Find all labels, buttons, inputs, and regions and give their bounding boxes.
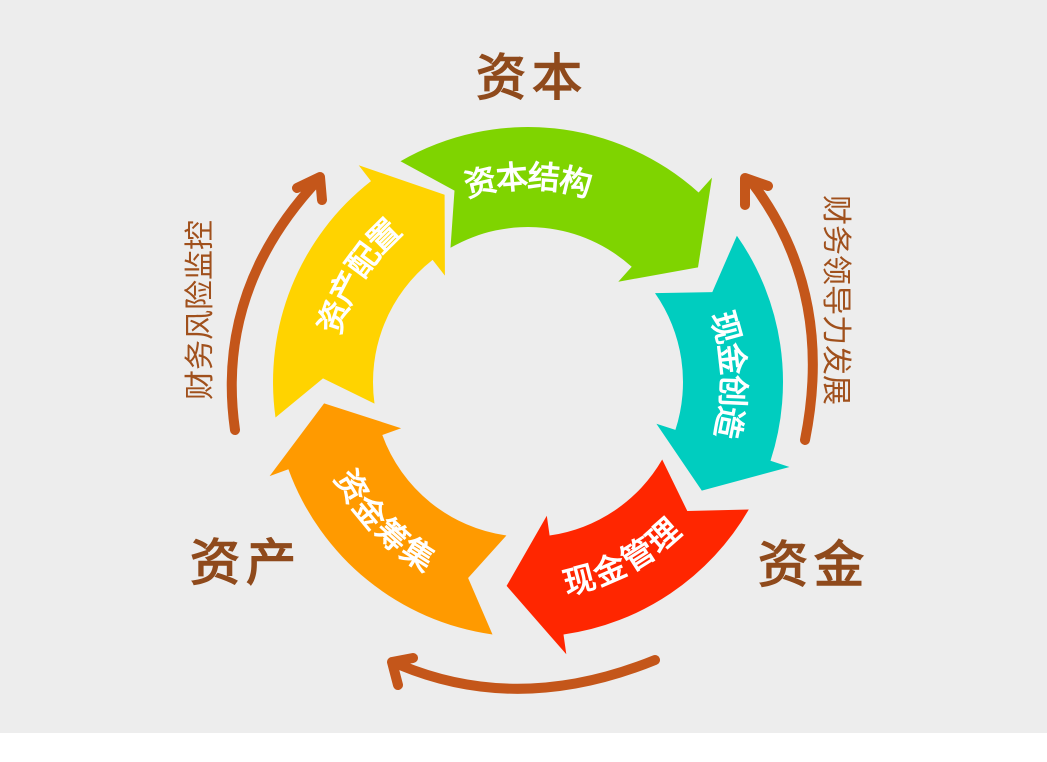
cycle-arrow-asset-allocation [273, 165, 445, 418]
left-curved-arrow [226, 172, 327, 435]
cycle-arrow-capital-structure [400, 127, 712, 282]
right-curved-arrow [740, 173, 818, 445]
bottom-curved-arrow [387, 653, 660, 694]
label-risk-control: 财务风险监控 [183, 220, 218, 400]
label-funds: 资金 [758, 536, 870, 594]
label-leadership-development: 财务领导力发展 [818, 195, 853, 405]
background [0, 0, 1047, 733]
label-assets: 资产 [190, 534, 302, 592]
cycle-arrow-cash-management [506, 459, 749, 655]
label-capital: 资本 [476, 49, 588, 107]
cycle-arrow-cash-creation [655, 235, 790, 491]
outer-arrows [226, 172, 818, 694]
cycle-arrow-fund-raising [269, 403, 507, 635]
